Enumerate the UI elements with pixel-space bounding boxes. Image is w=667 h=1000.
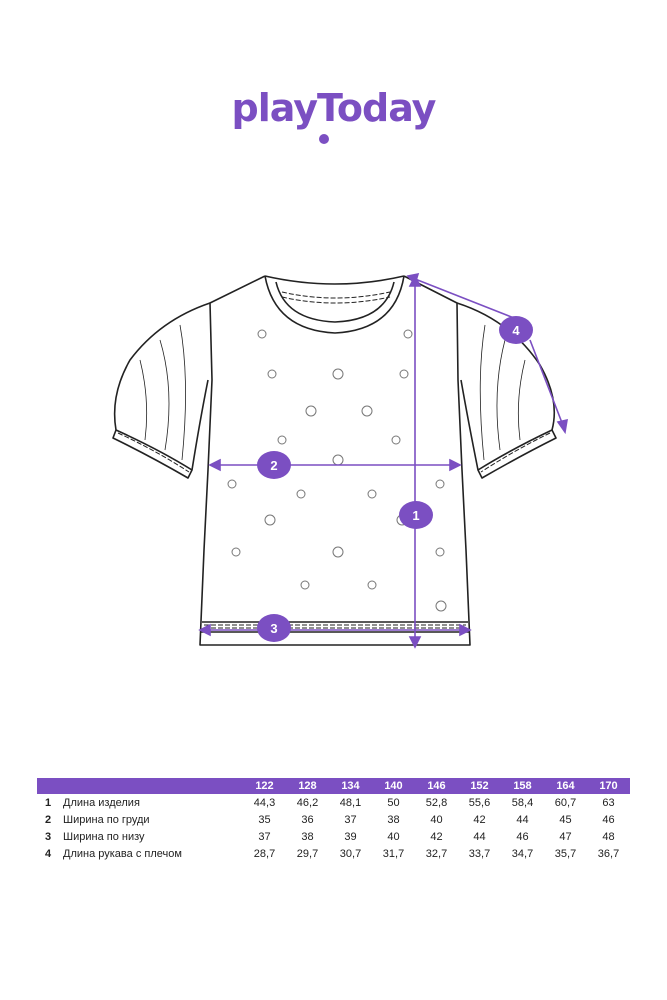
badge-1 [399, 501, 433, 529]
table-cell: 52,8 [425, 796, 448, 809]
table-cell: 29,7 [296, 847, 319, 860]
row-number: 1 [44, 796, 52, 809]
size-header: 170 [587, 778, 630, 794]
badge-1-label: 1 [412, 508, 419, 523]
row-number: 4 [44, 847, 52, 860]
row-label: Длина рукава с плечом [63, 847, 182, 860]
badge-2 [257, 451, 291, 479]
tshirt-outline [112, 275, 557, 646]
table-cell: 46,2 [296, 796, 319, 809]
table-cell: 40 [430, 813, 443, 826]
size-header: 122 [243, 778, 286, 794]
table-cell: 42 [430, 830, 443, 843]
size-header-row: 122 128 134 140 146 152 158 164 170 [37, 778, 630, 794]
table-row: 3 Ширина по низу 37 38 39 40 42 44 46 47… [37, 828, 630, 845]
table-cell: 37 [258, 830, 271, 843]
brand-logo-dot [319, 134, 329, 144]
row-number: 2 [44, 813, 52, 826]
table-cell: 47 [559, 830, 572, 843]
table-cell: 63 [602, 796, 615, 809]
table-cell: 30,7 [339, 847, 362, 860]
table-cell: 31,7 [382, 847, 405, 860]
measurement-lines [198, 272, 568, 649]
table-cell: 58,4 [511, 796, 534, 809]
badge-4-label: 4 [512, 323, 520, 338]
table-cell: 34,7 [511, 847, 534, 860]
size-header: 134 [329, 778, 372, 794]
table-row: 4 Длина рукава с плечом 28,7 29,7 30,7 3… [37, 845, 630, 862]
table-cell: 44 [473, 830, 486, 843]
brand-logo: playToday [231, 86, 437, 130]
badge-3-label: 3 [270, 621, 277, 636]
table-cell: 46 [602, 813, 615, 826]
table-cell: 48,1 [339, 796, 362, 809]
table-cell: 44,3 [253, 796, 276, 809]
table-cell: 44 [516, 813, 529, 826]
table-cell: 48 [602, 830, 615, 843]
row-label: Длина изделия [63, 796, 140, 809]
table-cell: 35 [258, 813, 271, 826]
table-cell: 55,6 [468, 796, 491, 809]
table-row: 2 Ширина по груди 35 36 37 38 40 42 44 4… [37, 811, 630, 828]
size-chart-table: 122 128 134 140 146 152 158 164 170 1 Дл… [37, 778, 630, 862]
table-cell: 46 [516, 830, 529, 843]
row-label: Ширина по груди [63, 813, 150, 826]
row-number: 3 [44, 830, 52, 843]
tshirt-technical-sketch: 1 2 3 4 [112, 272, 568, 649]
badge-3 [257, 614, 291, 642]
measurement-badges: 1 2 3 4 [257, 316, 533, 642]
table-cell: 38 [387, 813, 400, 826]
table-cell: 39 [344, 830, 357, 843]
size-header: 146 [415, 778, 458, 794]
table-cell: 33,7 [468, 847, 491, 860]
table-cell: 36,7 [597, 847, 620, 860]
size-header: 128 [286, 778, 329, 794]
table-cell: 45 [559, 813, 572, 826]
table-cell: 50 [387, 796, 400, 809]
table-cell: 60,7 [554, 796, 577, 809]
table-cell: 35,7 [554, 847, 577, 860]
table-cell: 28,7 [253, 847, 276, 860]
table-row: 1 Длина изделия 44,3 46,2 48,1 50 52,8 5… [37, 794, 630, 811]
table-cell: 38 [301, 830, 314, 843]
size-header: 164 [544, 778, 587, 794]
size-header: 140 [372, 778, 415, 794]
table-cell: 36 [301, 813, 314, 826]
table-cell: 42 [473, 813, 486, 826]
size-header: 158 [501, 778, 544, 794]
stitching-lines [117, 291, 551, 629]
size-header: 152 [458, 778, 501, 794]
row-label: Ширина по низу [63, 830, 145, 843]
table-cell: 37 [344, 813, 357, 826]
badge-4 [499, 316, 533, 344]
badge-2-label: 2 [270, 458, 277, 473]
sleeve-gathers [139, 324, 526, 461]
table-cell: 32,7 [425, 847, 448, 860]
table-cell: 40 [387, 830, 400, 843]
